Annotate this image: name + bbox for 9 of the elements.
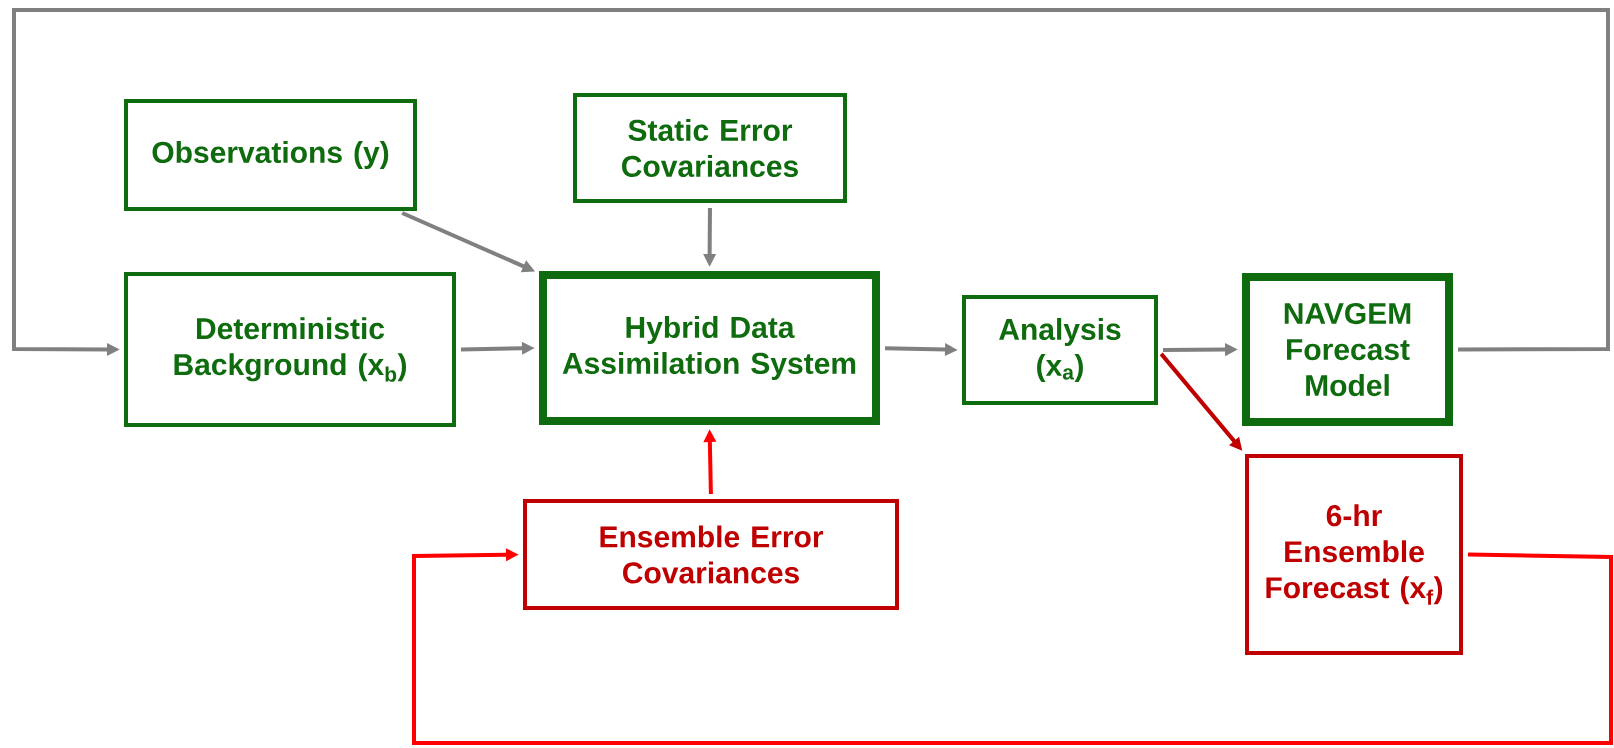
process-box: Static Error Covariances xyxy=(573,93,847,203)
process-box: 6-hr Ensemble Forecast (x$_{f}$) xyxy=(1245,454,1463,655)
arrow xyxy=(412,548,1613,745)
process-box: Analysis (x$_{a}$) xyxy=(962,295,1158,405)
process-box: Ensemble Error Covariances xyxy=(523,499,899,610)
process-box: Observations (y) xyxy=(124,99,417,211)
process-box: Hybrid Data Assimilation System xyxy=(539,271,880,425)
process-box: NAVGEM Forecast Model xyxy=(1242,273,1453,426)
process-box: Deterministic Background (x$_{b}$) xyxy=(124,272,456,427)
